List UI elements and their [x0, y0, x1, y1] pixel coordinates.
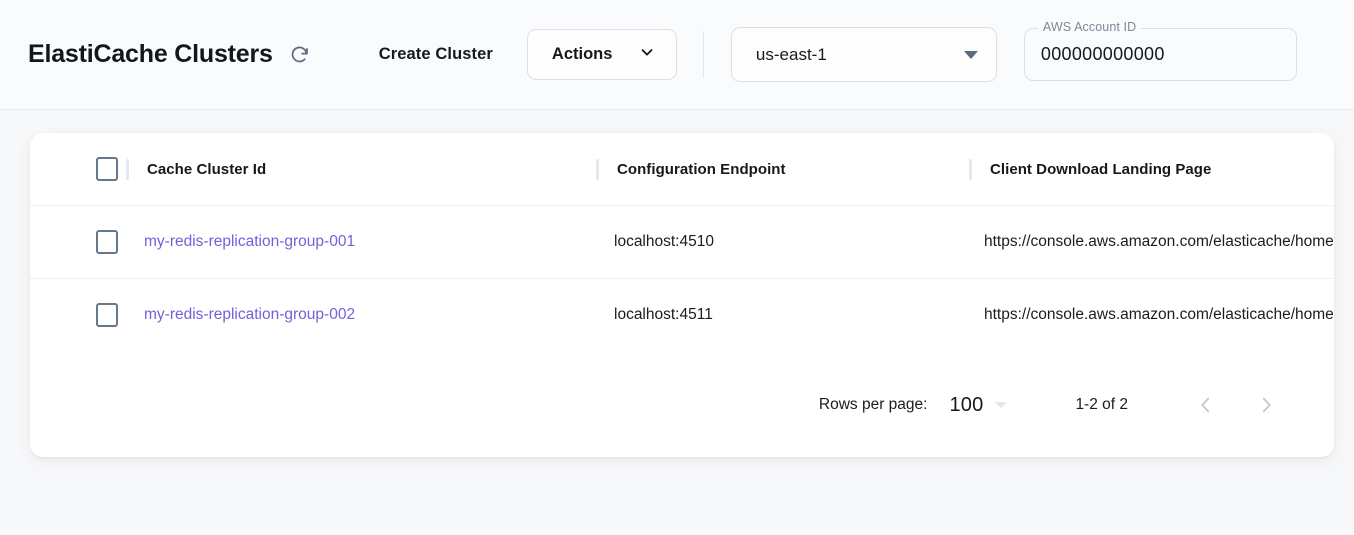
caret-down-icon [963, 50, 978, 59]
landing-page-value: https://console.aws.amazon.com/elasticac… [984, 233, 1334, 250]
column-header-configuration-endpoint[interactable]: Configuration Endpoint [596, 133, 969, 206]
rows-per-page-select[interactable]: 100 [949, 393, 1008, 417]
column-header-label: Cache Cluster Id [147, 160, 267, 178]
row-checkbox[interactable] [96, 230, 118, 254]
column-divider [126, 158, 129, 180]
actions-button[interactable]: Actions [526, 29, 677, 80]
column-header-label: Client Download Landing Page [990, 160, 1212, 178]
app-header: ElastiCache Clusters Create Cluster Acti… [0, 0, 1354, 110]
column-divider [969, 158, 972, 180]
caret-down-icon [995, 402, 1008, 408]
table-header-row: Cache Cluster Id Configuration Endpoint … [30, 133, 1334, 206]
cluster-link[interactable]: my-redis-replication-group-002 [144, 306, 356, 324]
chevron-down-icon [638, 43, 656, 66]
select-all-column [30, 133, 126, 206]
cell-configuration-endpoint: localhost:4511 [596, 279, 969, 352]
table-row[interactable]: my-redis-replication-group-002 localhost… [30, 278, 1334, 352]
cluster-link[interactable]: my-redis-replication-group-001 [144, 233, 356, 250]
row-select-cell [30, 279, 126, 352]
select-all-checkbox[interactable] [96, 157, 118, 181]
pagination-range-label: 1-2 of 2 [1075, 396, 1128, 413]
cell-client-download-landing-page: https://console.aws.amazon.com/elasticac… [969, 279, 1334, 352]
rows-per-page-label: Rows per page: [818, 396, 928, 413]
cell-cache-cluster-id: my-redis-replication-group-002 [126, 279, 596, 352]
endpoint-value: localhost:4510 [614, 233, 714, 250]
cell-configuration-endpoint: localhost:4510 [596, 206, 969, 279]
column-header-cache-cluster-id[interactable]: Cache Cluster Id [126, 133, 596, 206]
row-select-cell [30, 206, 126, 279]
region-select-value: us-east-1 [755, 44, 827, 64]
aws-account-id-field[interactable]: AWS Account ID 000000000000 [1023, 21, 1297, 81]
column-header-client-download-landing-page[interactable]: Client Download Landing Page [969, 133, 1334, 206]
rows-per-page-value: 100 [949, 393, 984, 416]
aws-account-id-value: 000000000000 [1040, 44, 1165, 64]
refresh-icon [289, 44, 310, 65]
cell-cache-cluster-id: my-redis-replication-group-001 [126, 206, 596, 279]
column-header-label: Configuration Endpoint [617, 160, 786, 178]
chevron-right-icon [1255, 394, 1277, 416]
endpoint-value: localhost:4511 [614, 306, 713, 324]
table-row[interactable]: my-redis-replication-group-001 localhost… [30, 206, 1334, 279]
next-page-button[interactable] [1244, 383, 1288, 427]
table-header: Cache Cluster Id Configuration Endpoint … [30, 133, 1334, 206]
region-select[interactable]: us-east-1 [730, 27, 997, 82]
cell-client-download-landing-page: https://console.aws.amazon.com/elasticac… [969, 206, 1334, 279]
column-divider [596, 158, 599, 180]
chevron-left-icon [1195, 394, 1217, 416]
previous-page-button[interactable] [1184, 383, 1228, 427]
page-title: ElastiCache Clusters [28, 40, 273, 68]
table-pagination: Rows per page: 100 1-2 of 2 [30, 353, 1334, 457]
create-cluster-button[interactable]: Create Cluster [378, 45, 493, 63]
row-checkbox[interactable] [96, 303, 118, 328]
landing-page-value: https://console.aws.amazon.com/elasticac… [984, 306, 1334, 324]
clusters-card: Cache Cluster Id Configuration Endpoint … [30, 133, 1334, 457]
actions-button-label: Actions [551, 45, 613, 63]
clusters-table: Cache Cluster Id Configuration Endpoint … [30, 133, 1334, 352]
refresh-button[interactable] [283, 38, 317, 72]
table-body: my-redis-replication-group-001 localhost… [30, 206, 1334, 352]
header-divider [702, 31, 704, 78]
aws-account-id-label: AWS Account ID [1037, 21, 1142, 34]
